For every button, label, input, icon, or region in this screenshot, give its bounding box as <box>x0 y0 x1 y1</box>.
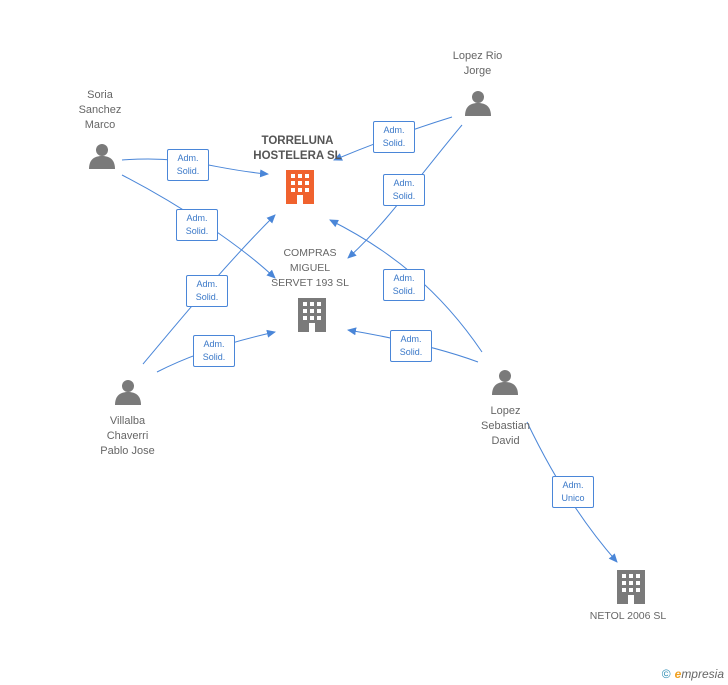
company-label-torreluna[interactable]: TORRELUNA HOSTELERA SL <box>253 135 342 162</box>
copyright-icon: © <box>661 667 671 681</box>
building-icon-netol <box>617 570 645 604</box>
company-label-compras[interactable]: COMPRAS MIGUEL SERVET 193 SL <box>271 247 349 289</box>
brand-logo-e: e <box>674 667 682 681</box>
person-label-lopez-sebastian[interactable]: Lopez Sebastian David <box>481 405 530 447</box>
company-label-netol[interactable]: NETOL 2006 SL <box>589 610 667 622</box>
edge-label-soria-compras: Adm.Solid. <box>176 209 218 241</box>
person-label-villalba[interactable]: Villalba Chaverri Pablo Jose <box>100 415 155 457</box>
person-icon-villalba <box>115 380 141 405</box>
person-label-soria[interactable]: Soria Sanchez Marco <box>78 89 122 131</box>
person-icon-lopez-sebastian <box>492 370 518 395</box>
edge-label-soria-torreluna: Adm.Solid. <box>167 149 209 181</box>
building-icon-compras <box>298 298 326 332</box>
person-icon-soria <box>89 144 115 169</box>
edge-label-lopezsebastian-netol: Adm.Unico <box>552 476 594 508</box>
person-label-lopez-rio[interactable]: Lopez Rio Jorge <box>452 50 503 77</box>
brand-footer: ©empresia <box>662 667 724 681</box>
edge-label-lopezrio-compras: Adm.Solid. <box>383 174 425 206</box>
edge-label-lopezsebastian-torreluna: Adm.Solid. <box>383 269 425 301</box>
brand-logo-text: mpresia <box>681 667 724 681</box>
building-icon-torreluna <box>286 170 314 204</box>
edge-label-villalba-compras: Adm.Solid. <box>193 335 235 367</box>
edge-label-villalba-torreluna: Adm.Solid. <box>186 275 228 307</box>
edge-label-lopezrio-torreluna: Adm.Solid. <box>373 121 415 153</box>
person-icon-lopez-rio <box>465 91 491 116</box>
edge-label-lopezsebastian-compras: Adm.Solid. <box>390 330 432 362</box>
